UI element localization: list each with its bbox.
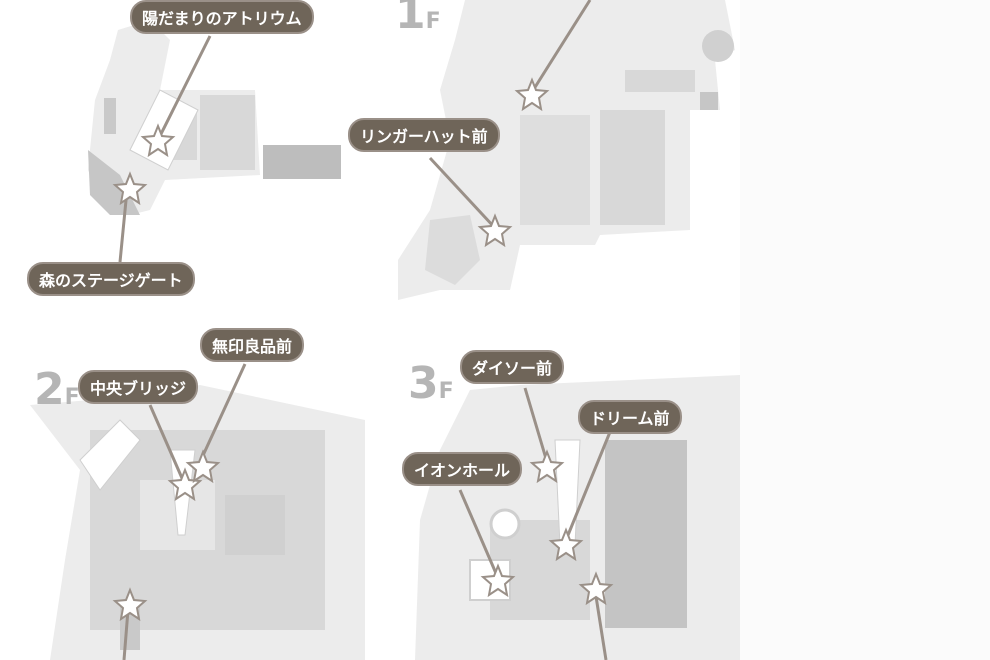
star-marker-icon [140,123,176,158]
star-marker-icon [548,527,584,562]
map-1f [398,0,735,300]
label-aeon-hall[interactable]: イオンホール [402,452,523,486]
label-muji[interactable]: 無印良品前 [200,328,305,362]
label-daiso[interactable]: ダイソー前 [460,350,565,384]
star-marker-icon [167,467,203,502]
label-dream[interactable]: ドリーム前 [578,400,682,434]
floor-label-1f: 1F [395,0,441,39]
map-2f [30,385,365,660]
label-hidamari-atrium[interactable]: 陽だまりのアトリウム [130,0,314,34]
floor-label-3f: 3F [408,358,454,409]
floor-label-2f: 2F [34,364,80,415]
star-markers [112,77,614,622]
label-ringer-hut[interactable]: リンガーハット前 [348,118,500,152]
star-marker-icon [112,171,148,206]
star-marker-icon [185,449,221,484]
blank-area [740,0,990,660]
callout-lines [118,0,612,660]
star-marker-icon [112,587,148,622]
star-marker-icon [514,77,550,112]
label-mori-stage-gate[interactable]: 森のステージゲート [27,262,195,296]
star-marker-icon [578,571,614,606]
star-marker-icon [480,563,516,598]
label-central-bridge[interactable]: 中央ブリッジ [78,370,199,404]
star-marker-icon [477,213,513,248]
star-marker-icon [529,449,565,484]
